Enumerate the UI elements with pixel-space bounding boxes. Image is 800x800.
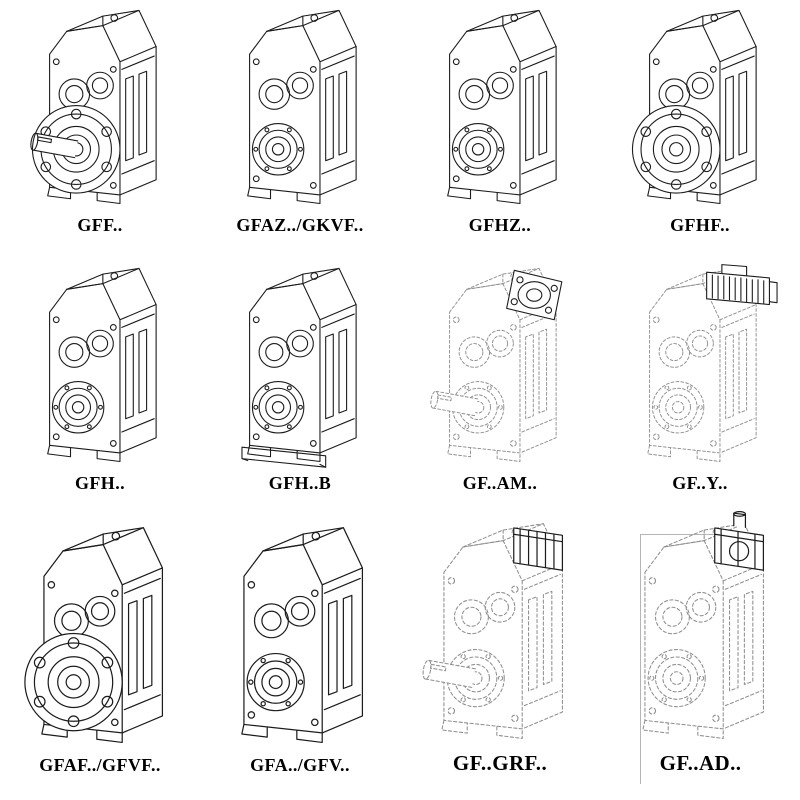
- product-label: GFA../GFV..: [250, 755, 350, 775]
- product-gfa-gfv: GFA../GFV..: [240, 527, 364, 784]
- gearbox-drawing: [209, 257, 391, 471]
- product-label: GFH..B: [268, 473, 332, 493]
- product-gf-y: GF..Y..: [640, 264, 778, 502]
- product-gff: GFF..: [29, 9, 160, 244]
- product-gfaf-gfvf: GFAF../GFVF..: [24, 527, 164, 784]
- gearbox-drawing: [609, 257, 791, 471]
- product-label: GFAF../GFVF..: [39, 755, 161, 775]
- gearbox-drawing: [202, 515, 398, 753]
- product-gfh: GFH..: [40, 267, 160, 502]
- product-gf-ad: GF..AD..: [640, 511, 764, 784]
- product-gf-grf: GF..GRF..: [421, 523, 564, 784]
- gearbox-drawing: [9, 0, 191, 213]
- product-label: GF..Y..: [672, 473, 728, 493]
- product-label: GFF..: [77, 215, 123, 235]
- gearbox-drawing: [209, 0, 391, 213]
- product-label: GFAZ../GKVF..: [236, 215, 364, 235]
- product-label: GFH..: [75, 473, 125, 493]
- product-gf-am: GF..AM..: [429, 267, 563, 502]
- gearbox-drawing: [402, 511, 598, 749]
- gearbox-drawing: [9, 257, 191, 471]
- gearbox-drawing: [409, 0, 591, 213]
- product-label: GFHF..: [670, 215, 730, 235]
- product-label: GFHZ..: [468, 215, 532, 235]
- gearbox-drawing: [609, 0, 791, 213]
- product-label: GF..AM..: [462, 473, 538, 493]
- product-label: GF..GRF..: [452, 751, 548, 775]
- gearbox-drawing: [603, 511, 799, 749]
- gearbox-drawing: [409, 257, 591, 471]
- product-gfaz-gkvf: GFAZ../GKVF..: [236, 9, 363, 244]
- product-gfh-b: GFH..B: [240, 267, 360, 502]
- product-gfhf: GFHF..: [631, 9, 760, 244]
- product-gfhz: GFHZ..: [440, 9, 560, 244]
- product-label: GF..AD..: [659, 751, 742, 775]
- gearbox-drawing: [2, 515, 198, 753]
